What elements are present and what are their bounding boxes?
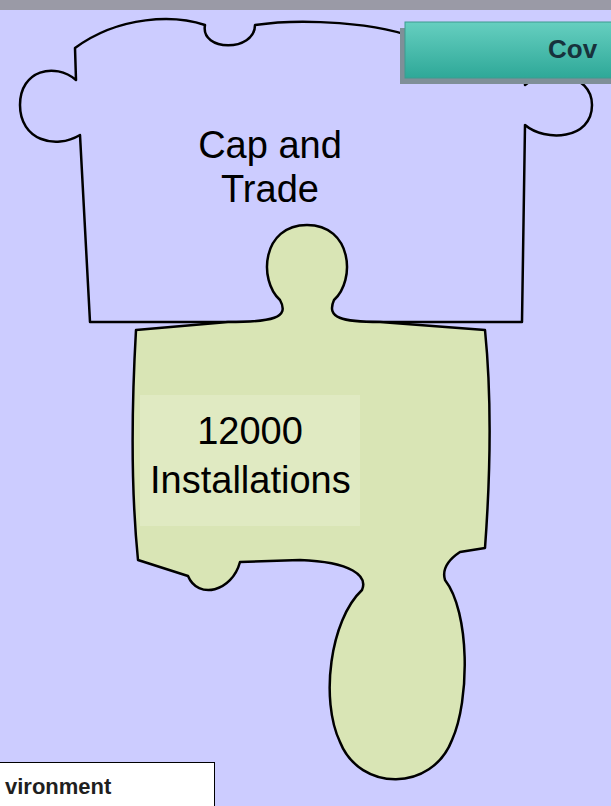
node-label: vironment bbox=[5, 774, 111, 800]
node-label: Cap and Trade bbox=[185, 124, 355, 211]
top-bar bbox=[0, 0, 611, 10]
puzzle-outline bbox=[133, 225, 490, 779]
header-tab: Cov bbox=[398, 22, 611, 84]
footer-box: vironment bbox=[0, 762, 215, 806]
puzzle-piece: 12000 Installations bbox=[125, 215, 505, 806]
node-label: Cov bbox=[548, 34, 597, 65]
node-label: 12000 Installations bbox=[140, 395, 360, 526]
tab-face bbox=[405, 22, 611, 78]
